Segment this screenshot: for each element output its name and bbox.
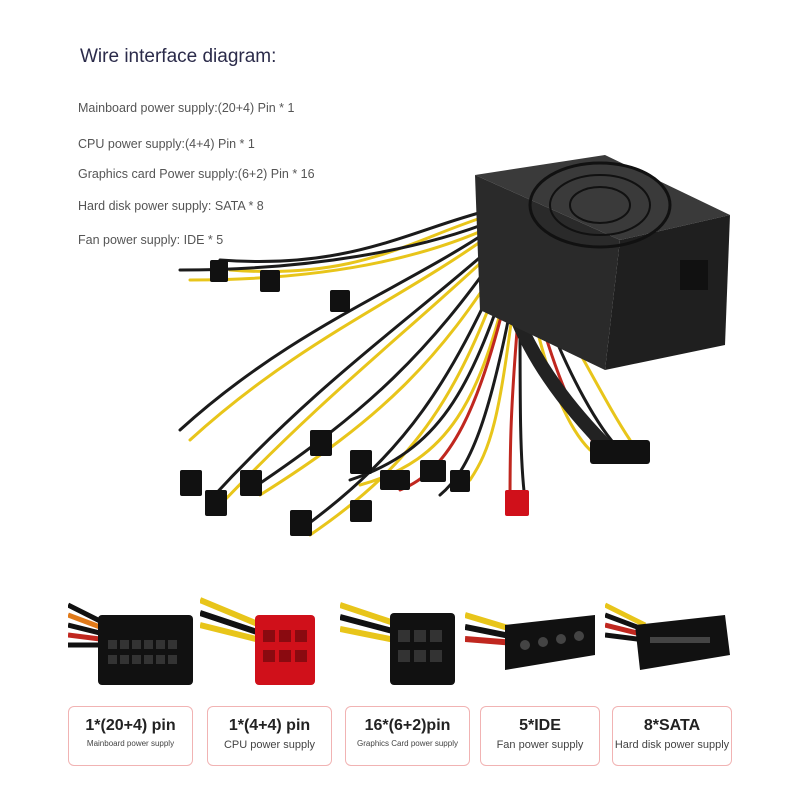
sata-connector-icon (605, 602, 730, 670)
connector-desc-label: CPU power supply (223, 739, 316, 751)
spec-cpu: CPU power supply:(4+4) Pin * 1 (78, 137, 255, 151)
connector-count-label: 16*(6+2)pin (364, 717, 451, 734)
connector-desc-label: Hard disk power supply (614, 739, 730, 751)
connector-count-label: 5*IDE (519, 717, 561, 734)
connector-label-sata: 8*SATA Hard disk power supply (612, 706, 732, 766)
page-title: Wire interface diagram: (80, 46, 277, 67)
connector-desc-label: Fan power supply (496, 739, 584, 751)
atx-24pin-connector-icon (68, 602, 193, 685)
connector-label-ide: 5*IDE Fan power supply (480, 706, 600, 766)
connector-count-label: 8*SATA (643, 717, 701, 734)
connector-label-graphics: 16*(6+2)pin Graphics Card power supply (345, 706, 470, 766)
connector-label-mainboard: 1*(20+4) pin Mainboard power supply (68, 706, 193, 766)
spec-mainboard: Mainboard power supply:(20+4) Pin * 1 (78, 101, 295, 115)
connector-label-cpu: 1*(4+4) pin CPU power supply (207, 706, 332, 766)
connector-desc-label: Mainboard power supply (86, 739, 175, 748)
psu-product-image (178, 155, 730, 537)
spec-fan: Fan power supply: IDE * 5 (78, 233, 224, 247)
spec-hard-disk: Hard disk power supply: SATA * 8 (78, 199, 264, 213)
connector-desc-label: Graphics Card power supply (357, 739, 458, 748)
pcie-8pin-connector-icon (340, 602, 455, 685)
connector-count-label: 1*(4+4) pin (228, 717, 311, 734)
connector-count-label: 1*(20+4) pin (85, 717, 176, 734)
molex-ide-connector-icon (465, 612, 595, 670)
spec-graphics: Graphics card Power supply:(6+2) Pin * 1… (78, 167, 315, 181)
cpu-8pin-connector-icon (200, 597, 315, 685)
